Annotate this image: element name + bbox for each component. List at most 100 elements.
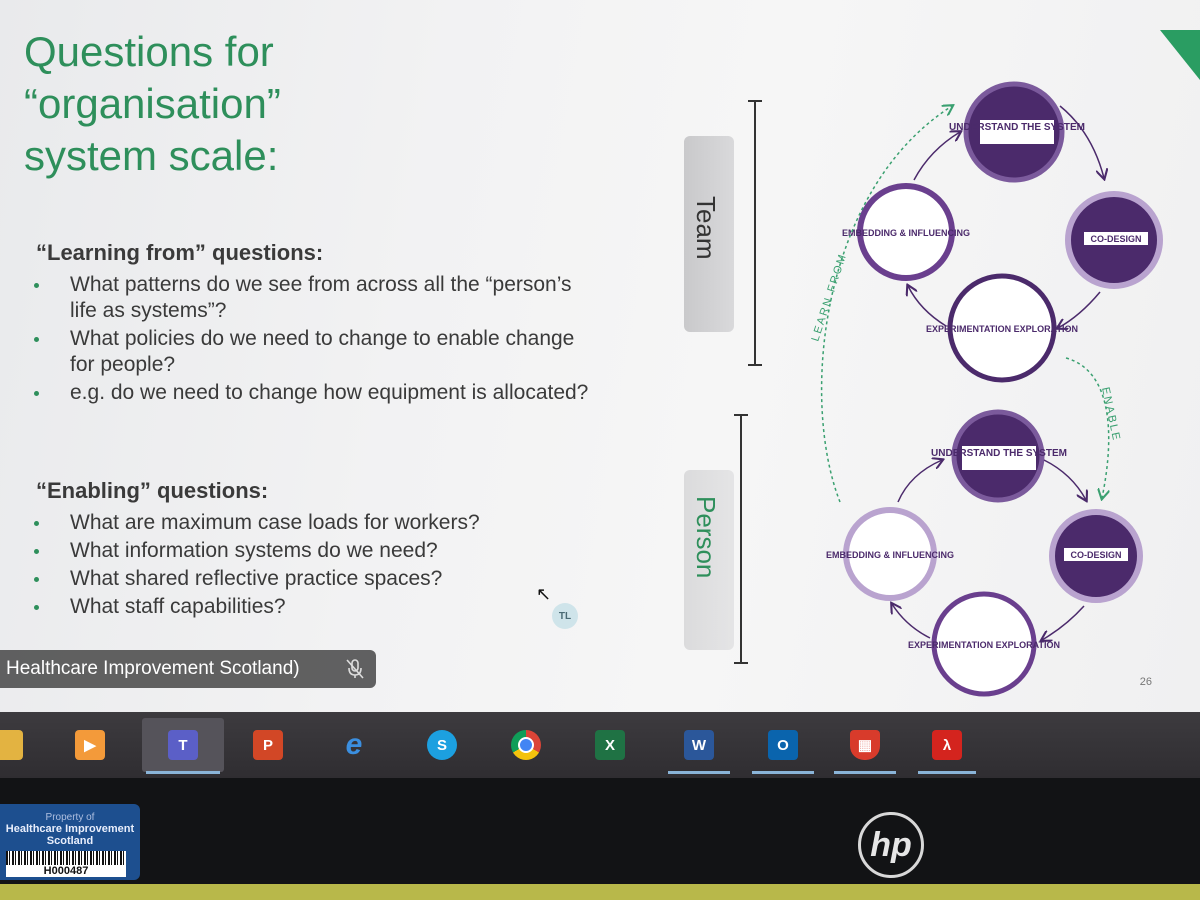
label-bg	[962, 446, 1036, 470]
enable-label: ENABLE	[1099, 386, 1122, 443]
taskbar-teams[interactable]: T	[142, 718, 224, 774]
enable-arrow	[1065, 357, 1109, 498]
presentation-slide: Questions for “organisation” system scal…	[0, 0, 1200, 712]
team-cycle: UNDERSTAND THE SYSTEM CO-DESIGN EXPERIME…	[842, 81, 1163, 383]
open-indicator	[752, 771, 814, 774]
taskbar-media-player[interactable]: ▶	[62, 718, 118, 772]
open-indicator	[918, 771, 976, 774]
taskbar-security[interactable]: ▦	[830, 718, 900, 774]
sticker-line: Scotland	[46, 835, 94, 847]
scale-label-team: Team	[691, 196, 721, 260]
taskbar-acrobat[interactable]: λ	[914, 718, 980, 774]
scale-line-team	[748, 100, 762, 366]
node-label-experimentation: EXPERIMENTATION EXPLORATION	[908, 640, 1060, 650]
acrobat-icon: λ	[932, 730, 962, 760]
node-label-experimentation: EXPERIMENTATION EXPLORATION	[926, 324, 1078, 334]
node-experimentation-top	[947, 273, 1057, 383]
mouse-cursor-icon: ↖	[536, 584, 552, 604]
slide-title: Questions for “organisation” system scal…	[24, 26, 281, 182]
media-player-icon: ▶	[75, 730, 105, 760]
enabling-heading: “Enabling” questions:	[36, 478, 269, 503]
node-label-understand: UNDERSTAND THE SYSTEM	[949, 122, 1085, 133]
list-item: What information systems do we need?	[30, 538, 550, 564]
taskbar-chrome[interactable]	[498, 718, 554, 772]
presenter-name: Healthcare Improvement Scotland)	[6, 658, 300, 679]
enabling-list: What are maximum case loads for workers?…	[30, 510, 550, 620]
cycle-arrow	[1042, 605, 1085, 640]
open-indicator	[668, 771, 730, 774]
active-indicator	[146, 771, 220, 774]
hp-logo: hp	[858, 812, 924, 878]
shield-icon: ▦	[850, 730, 880, 760]
asset-sticker: Property of Healthcare Improvement Scotl…	[0, 804, 140, 880]
scale-line-person	[734, 414, 748, 664]
cycle-arrow	[1043, 459, 1086, 500]
label-bg	[980, 120, 1054, 144]
cycle-arrow	[913, 132, 960, 181]
person-cycle: UNDERSTAND THE SYSTEM CO-DESIGN EXPERIME…	[826, 409, 1143, 697]
taskbar-file-explorer[interactable]	[0, 718, 36, 772]
node-embedding-top	[857, 183, 955, 281]
taskbar-internet-explorer[interactable]: e	[326, 718, 382, 772]
taskbar-skype[interactable]: S	[414, 718, 470, 772]
chrome-icon	[511, 730, 541, 760]
skype-icon: S	[427, 730, 457, 760]
slide-corner-accent	[1160, 30, 1200, 80]
sticker-line: Property of	[45, 812, 95, 823]
powerpoint-icon: P	[253, 730, 283, 760]
scale-bar-team	[684, 136, 734, 332]
asset-code: H000487	[6, 865, 126, 877]
mic-muted-icon[interactable]	[344, 657, 366, 681]
list-item: What staff capabilities?	[30, 594, 550, 620]
monitor-bezel	[0, 778, 1200, 900]
slide-number: 26	[1139, 676, 1152, 688]
taskbar-excel[interactable]: X	[582, 718, 638, 772]
cycle-arrow	[1059, 105, 1104, 178]
taskbar-word[interactable]: W	[664, 718, 734, 774]
word-icon: W	[684, 730, 714, 760]
outlook-icon: O	[768, 730, 798, 760]
cycle-arrow	[1058, 291, 1101, 328]
presenter-name-tag: Healthcare Improvement Scotland)	[0, 650, 376, 688]
label-bg	[1064, 548, 1128, 561]
node-embedding-bottom	[843, 507, 937, 601]
list-item: What shared reflective practice spaces?	[30, 566, 550, 592]
title-line: Questions for	[24, 28, 274, 75]
barcode	[6, 851, 126, 865]
internet-explorer-icon: e	[345, 728, 363, 761]
learning-questions: “Learning from” questions: What patterns…	[30, 240, 590, 408]
node-label-understand: UNDERSTAND THE SYSTEM	[931, 448, 1067, 459]
enabling-questions: “Enabling” questions: What are maximum c…	[30, 478, 550, 622]
cycle-arrow	[908, 286, 947, 327]
taskbar-powerpoint[interactable]: P	[240, 718, 296, 772]
windows-taskbar: ▶ T P e S X W O ▦ λ	[0, 712, 1200, 778]
list-item: What are maximum case loads for workers?	[30, 510, 550, 536]
node-label-codesign: CO-DESIGN	[1070, 550, 1121, 560]
label-bg	[1084, 232, 1148, 245]
cycle-arrow	[892, 604, 931, 639]
participant-avatar[interactable]: TL	[552, 603, 578, 629]
list-item: e.g. do we need to change how equipment …	[30, 380, 590, 406]
list-item: What patterns do we see from across all …	[30, 272, 590, 324]
folder-icon	[0, 730, 23, 760]
teams-icon: T	[168, 730, 198, 760]
sticker-line: Healthcare Improvement	[5, 823, 135, 835]
scale-bar-person	[684, 470, 734, 650]
open-indicator	[834, 771, 896, 774]
scale-label-person: Person	[691, 496, 721, 579]
title-line: system scale:	[24, 132, 279, 179]
learning-list: What patterns do we see from across all …	[30, 272, 590, 406]
excel-icon: X	[595, 730, 625, 760]
node-label-embedding: EMBEDDING & INFLUENCING	[842, 228, 970, 238]
design-cycle-diagram: UNDERSTAND THE SYSTEM CO-DESIGN EXPERIME…	[809, 81, 1163, 697]
title-line: “organisation”	[24, 80, 281, 127]
learn-from-arrow	[820, 106, 952, 503]
learn-from-label: LEARN FROM	[809, 252, 849, 343]
taskbar-outlook[interactable]: O	[748, 718, 818, 774]
learning-heading: “Learning from” questions:	[36, 240, 324, 265]
cycle-arrow	[897, 460, 942, 503]
list-item: What policies do we need to change to en…	[30, 326, 590, 378]
node-label-codesign: CO-DESIGN	[1090, 234, 1141, 244]
node-experimentation-bottom	[931, 591, 1037, 697]
node-label-embedding: EMBEDDING & INFLUENCING	[826, 550, 954, 560]
